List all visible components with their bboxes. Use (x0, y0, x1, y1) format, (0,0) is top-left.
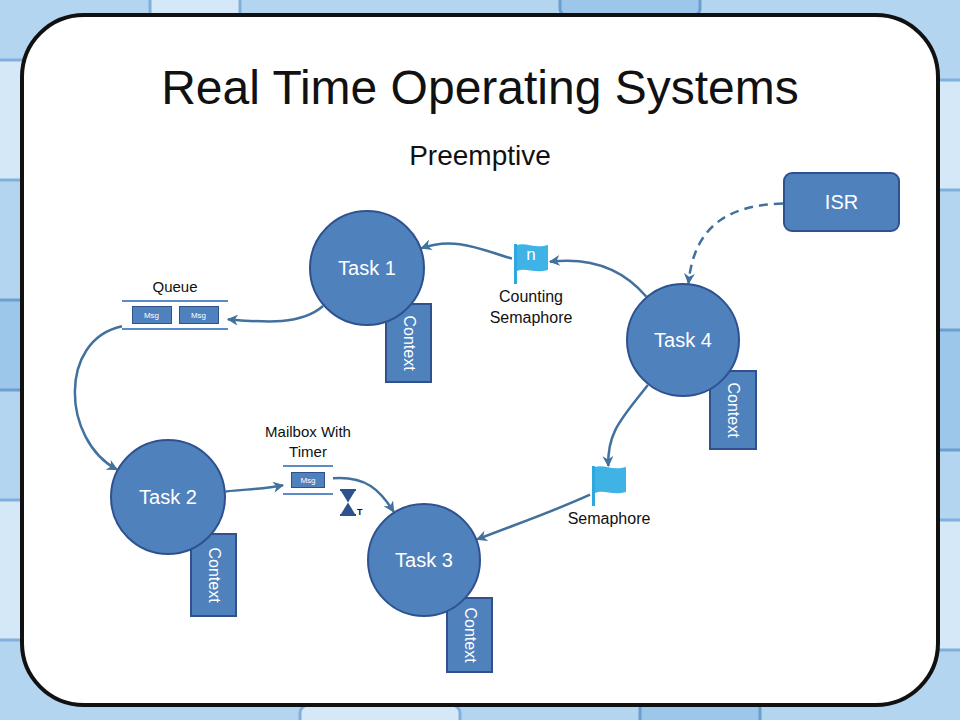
message-box: Msg (179, 306, 219, 324)
flow-arrow (422, 243, 513, 258)
queue-symbol: QueueMsg Msg (122, 277, 228, 331)
message-label: Msg (144, 311, 159, 320)
context-label: Context (461, 607, 479, 662)
message-label: Msg (300, 476, 315, 485)
interrupt-arrow (689, 204, 784, 284)
context-label: Context (724, 382, 742, 437)
task-label: Task 3 (395, 549, 453, 572)
flow-arrow (333, 478, 394, 512)
message-tray: Msg (283, 465, 333, 495)
message-box: Msg (132, 306, 172, 324)
flag-icon (590, 466, 628, 506)
symbol-label: Counting Semaphore (481, 287, 581, 329)
task-circle: Task 4 (626, 283, 740, 397)
flag-shape (590, 466, 628, 506)
decor-tile (300, 705, 460, 720)
queue-symbol: Mailbox With TimerMsg (263, 422, 353, 495)
symbol-label: Mailbox With Timer (263, 422, 353, 461)
semaphore-flag: nCounting Semaphore (481, 244, 581, 329)
semaphore-flag: Semaphore (554, 466, 664, 530)
hourglass-cap (340, 514, 356, 516)
semaphore-count: n (517, 245, 545, 265)
flow-arrow (228, 306, 323, 322)
context-label: Context (400, 315, 418, 370)
task-label: Task 1 (338, 257, 396, 280)
task-circle: Task 1 (309, 210, 425, 326)
isr-label: ISR (825, 191, 858, 214)
task-circle: Task 2 (110, 439, 226, 555)
flow-arrow (608, 385, 648, 466)
symbol-label: Queue (152, 277, 197, 297)
flag-pole (514, 244, 517, 284)
task-label: Task 2 (139, 486, 197, 509)
task-label: Task 4 (654, 329, 712, 352)
isr-box: ISR (783, 172, 900, 232)
flag-pole (592, 466, 595, 506)
hourglass-cap (340, 489, 356, 491)
task-circle: Task 3 (367, 503, 481, 617)
hourglass-symbol (340, 490, 356, 515)
flow-arrow (75, 326, 122, 469)
timer-label: T (357, 507, 363, 517)
slide-panel (22, 15, 938, 705)
message-box: Msg (291, 472, 325, 488)
decor-tile (560, 0, 700, 15)
flag-banner (517, 244, 548, 271)
flag-icon: n (512, 244, 550, 284)
symbol-label: Semaphore (554, 509, 664, 530)
hourglass-top (341, 491, 355, 503)
slide-title: Real Time Operating Systems (0, 60, 960, 115)
flag-banner (595, 466, 626, 493)
hourglass-bottom (341, 503, 355, 515)
flow-arrow (226, 485, 283, 491)
flow-arrow (550, 261, 646, 297)
context-label: Context (205, 547, 223, 602)
message-label: Msg (191, 311, 206, 320)
message-tray: Msg Msg (122, 300, 228, 330)
subtitle: Preemptive (0, 140, 960, 172)
